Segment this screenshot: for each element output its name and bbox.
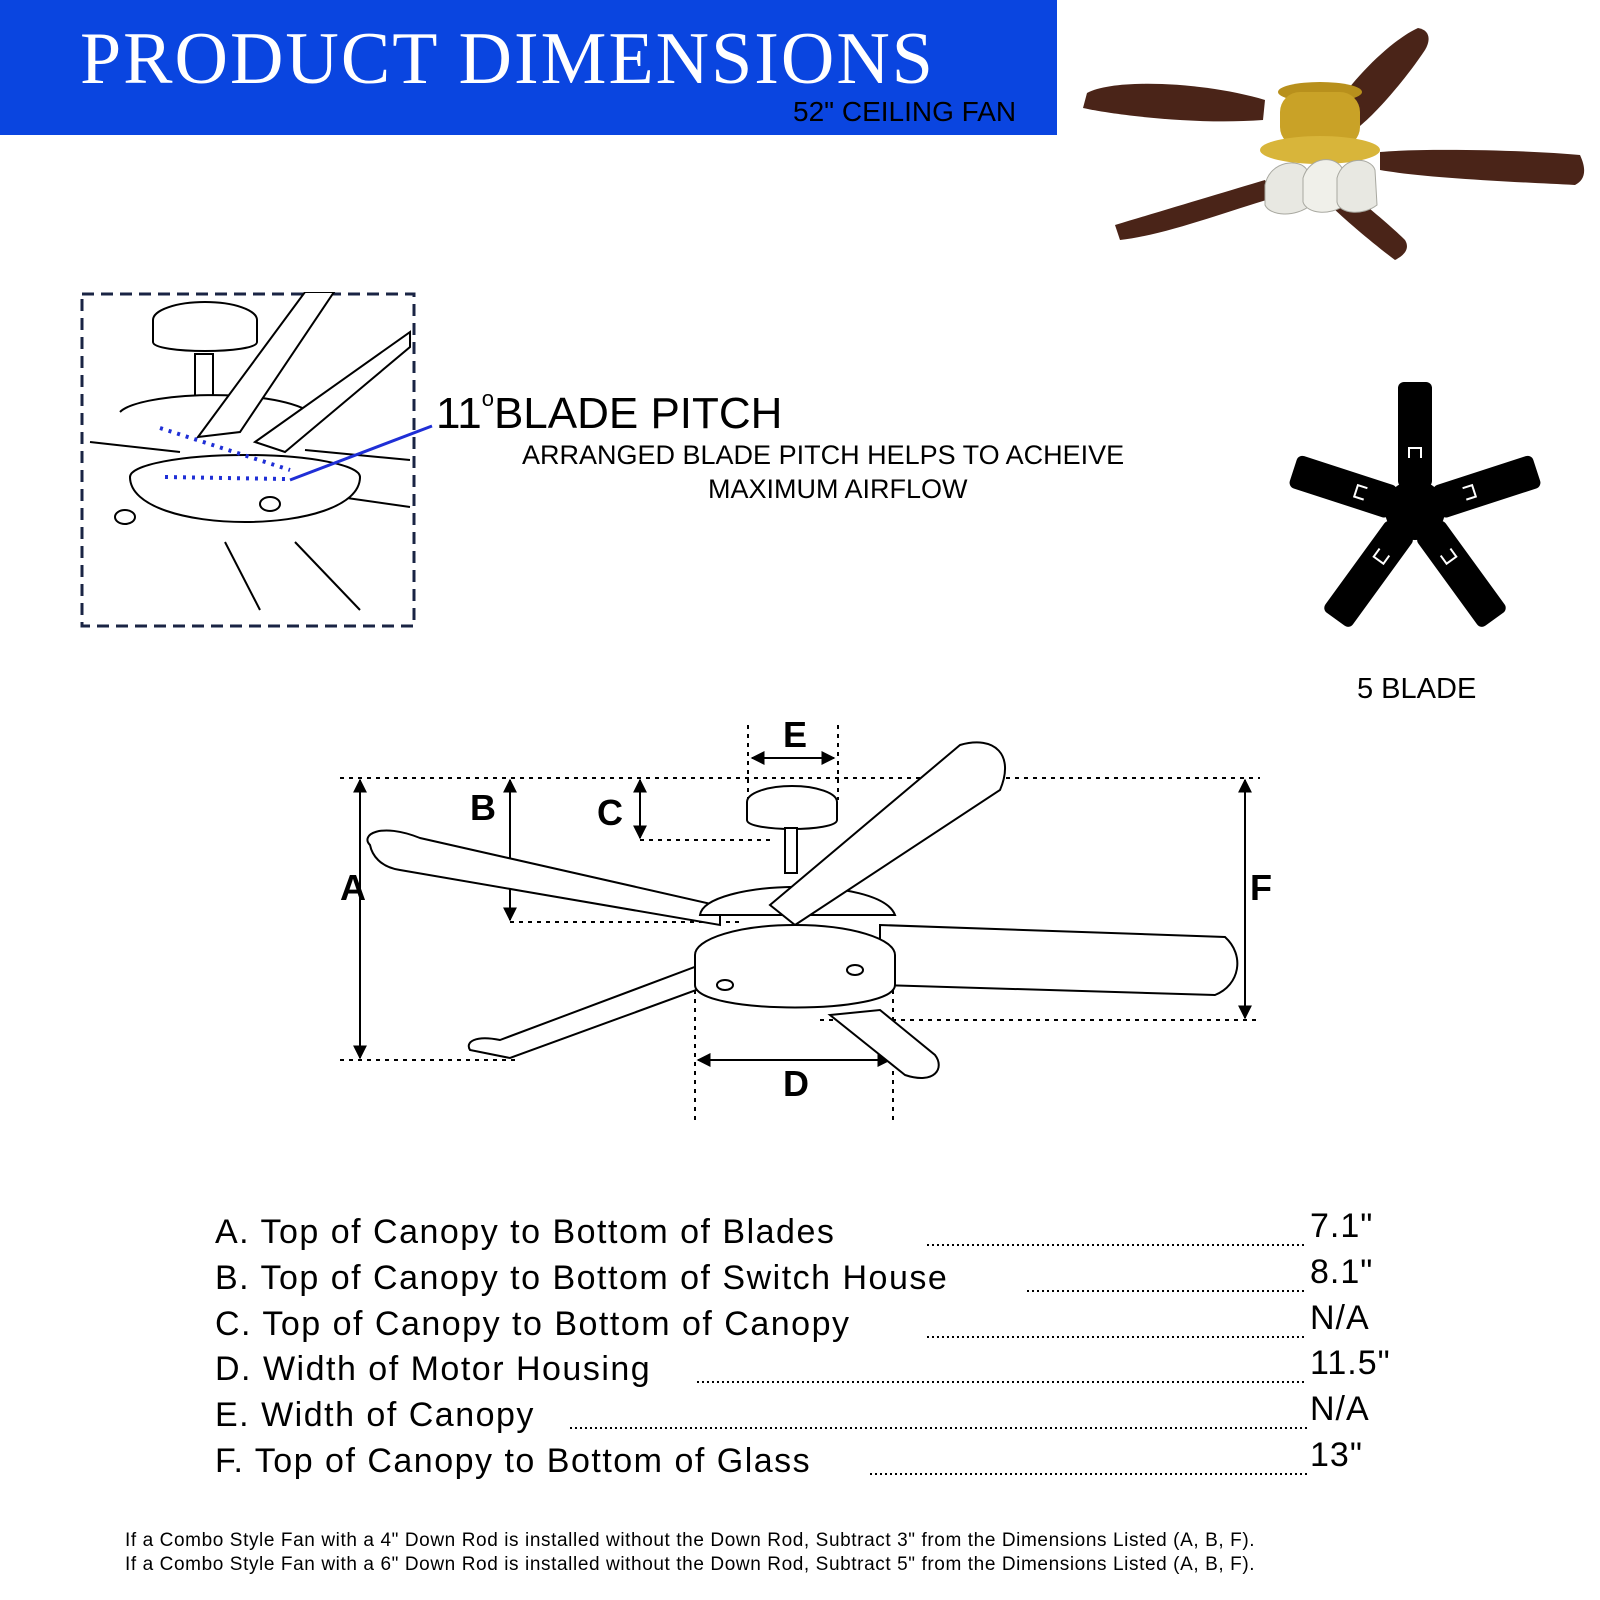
blade-pitch-closeup	[80, 292, 416, 628]
dimension-label: F. Top of Canopy to Bottom of Glass	[215, 1442, 812, 1480]
blade-pitch-title: 11oBLADE PITCH	[436, 388, 783, 438]
dimension-value: 11.5"	[1310, 1344, 1391, 1382]
photo-housing	[1260, 82, 1380, 164]
dot-leader	[927, 1244, 1307, 1246]
silhouette-blade	[1433, 455, 1541, 518]
dimension-label: D. Width of Motor Housing	[215, 1350, 652, 1388]
diagram-label-d: D	[783, 1063, 809, 1104]
dimension-row: C. Top of Canopy to Bottom of Canopy N/A	[215, 1301, 1395, 1351]
dimensions-diagram: A B C E D F	[340, 714, 1272, 1125]
closeup-fan-sketch	[89, 292, 411, 611]
dot-leader	[1027, 1290, 1307, 1292]
pitch-description-line2: MAXIMUM AIRFLOW	[708, 474, 968, 504]
degree-symbol: o	[481, 386, 494, 411]
dimension-label: C. Top of Canopy to Bottom of Canopy	[215, 1305, 851, 1343]
dimension-row: D. Width of Motor Housing 11.5"	[215, 1346, 1395, 1396]
diagram-label-e: E	[783, 714, 807, 755]
photo-blade	[1380, 149, 1585, 185]
five-blade-icon	[1289, 382, 1541, 627]
dimension-row: B. Top of Canopy to Bottom of Switch Hou…	[215, 1255, 1395, 1305]
dimension-value: N/A	[1310, 1390, 1370, 1428]
footnote: If a Combo Style Fan with a 6" Down Rod …	[125, 1554, 1256, 1575]
page-subtitle: 52" CEILING FAN	[793, 96, 1017, 127]
dimension-row: F. Top of Canopy to Bottom of Glass 13"	[215, 1438, 1395, 1488]
photo-blade	[1115, 180, 1273, 240]
dot-leader	[697, 1381, 1307, 1383]
silhouette-blade	[1289, 455, 1397, 518]
photo-light-shades	[1264, 159, 1378, 215]
dimension-value: 7.1"	[1310, 1207, 1374, 1245]
photo-blade	[1083, 83, 1265, 122]
dimension-row: E. Width of Canopy N/A	[215, 1392, 1395, 1442]
product-photo	[1083, 28, 1585, 260]
pitch-indicator-lines	[159, 426, 291, 481]
pitch-angle: 11	[436, 389, 482, 438]
silhouette-hub	[1385, 480, 1445, 540]
silhouette-blade	[1398, 382, 1432, 487]
dot-leader	[927, 1336, 1307, 1338]
pitch-description-line1: ARRANGED BLADE PITCH HELPS TO ACHEIVE	[522, 440, 1125, 470]
pitch-pointer	[289, 424, 433, 482]
silhouette-blade	[1417, 520, 1506, 627]
dot-leader	[870, 1473, 1307, 1475]
dot-leader	[570, 1427, 1307, 1429]
dimension-label: E. Width of Canopy	[215, 1396, 535, 1434]
silhouette-blade	[1324, 520, 1413, 627]
diagram-label-f: F	[1250, 867, 1272, 908]
blade-count-label: 5 BLADE	[1357, 673, 1477, 705]
diagram-label-a: A	[340, 867, 366, 908]
dimension-value: 8.1"	[1310, 1253, 1374, 1291]
diagram-label-c: C	[597, 792, 623, 833]
page-title: PRODUCT DIMENSIONS	[80, 18, 935, 100]
dimension-label: B. Top of Canopy to Bottom of Switch Hou…	[215, 1259, 949, 1297]
dimension-arrows	[353, 751, 1252, 1067]
dimension-row: A. Top of Canopy to Bottom of Blades 7.1…	[215, 1209, 1395, 1259]
header-banner	[0, 0, 1057, 135]
dimension-label: A. Top of Canopy to Bottom of Blades	[215, 1213, 836, 1251]
dimension-value: N/A	[1310, 1299, 1370, 1337]
diagram-label-b: B	[470, 787, 496, 828]
footnote: If a Combo Style Fan with a 4" Down Rod …	[125, 1530, 1256, 1551]
pitch-label: BLADE PITCH	[493, 389, 783, 438]
dimension-value: 13"	[1310, 1436, 1363, 1474]
fan-line-drawing	[366, 741, 1239, 1080]
